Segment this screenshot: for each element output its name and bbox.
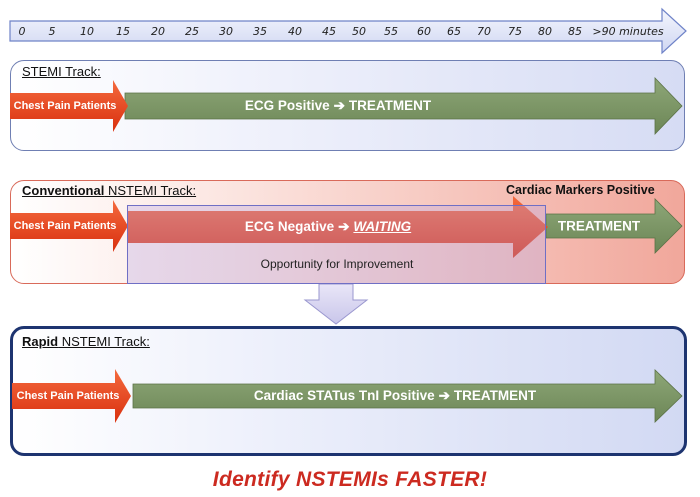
axis-tick-label: 70 — [477, 25, 491, 38]
caption: Identify NSTEMIs FASTER! — [212, 468, 488, 491]
axis-tick-label: 35 — [253, 25, 267, 38]
conventional-main-label: ECG Negative➔WAITING — [245, 219, 411, 235]
stemi-main-label: ECG Positive➔TREATMENT — [245, 98, 431, 114]
axis-tick-label: 40 — [288, 25, 302, 38]
stemi-track-title: STEMI Track: — [22, 64, 101, 79]
axis-tick-label: 20 — [151, 25, 165, 38]
waiting-text: WAITING — [353, 219, 412, 234]
down-arrow — [303, 283, 369, 325]
conventional-treatment-label: TREATMENT — [557, 218, 641, 234]
axis-tick-label: 5 — [48, 25, 56, 38]
axis-tick-label: >90 minutes — [592, 25, 664, 38]
conventional-treatment-arrow — [545, 198, 683, 254]
axis-tick-label: 85 — [568, 25, 582, 38]
right-arrow-icon: ➔ — [338, 219, 350, 234]
axis-tick-label: 45 — [322, 25, 336, 38]
stemi-treatment-arrow — [124, 77, 683, 135]
time-axis-arrow — [9, 7, 687, 55]
conventional-ecg-text: ECG Negative — [244, 219, 335, 234]
conventional-start-arrow — [10, 200, 128, 252]
conventional-track-title: Conventional NSTEMI Track: — [22, 183, 197, 198]
rapid-track-title: Rapid NSTEMI Track: — [22, 334, 150, 349]
cardiac-markers-label: Cardiac Markers Positive — [506, 183, 655, 197]
axis-tick-label: 75 — [508, 25, 522, 38]
right-arrow-icon: ➔ — [333, 98, 345, 113]
stemi-start-label: Chest Pain Patients — [13, 100, 117, 112]
axis-tick-label: 65 — [447, 25, 461, 38]
opportunity-box — [127, 205, 546, 284]
rapid-treatment-arrow — [132, 369, 683, 423]
opportunity-label: Opportunity for Improvement — [260, 257, 414, 271]
stemi-ecg-text: ECG Positive — [244, 98, 330, 113]
rapid-status-text: Cardiac STATus TnI Positive — [253, 388, 435, 403]
axis-tick-label: 15 — [116, 25, 130, 38]
axis-tick-label: 60 — [417, 25, 431, 38]
rapid-main-label: Cardiac STATus TnI Positive➔TREATMENT — [254, 388, 536, 404]
conventional-start-label: Chest Pain Patients — [13, 220, 117, 232]
rapid-start-label: Chest Pain Patients — [16, 390, 120, 402]
axis-tick-label: 10 — [80, 25, 94, 38]
axis-tick-label: 25 — [185, 25, 199, 38]
rapid-treatment-text: TREATMENT — [453, 388, 537, 403]
axis-tick-label: 80 — [538, 25, 552, 38]
conventional-waiting-arrow — [128, 196, 548, 258]
axis-tick-label: 30 — [219, 25, 233, 38]
stemi-treatment-text: TREATMENT — [348, 98, 432, 113]
stemi-start-arrow — [10, 80, 128, 132]
right-arrow-icon: ➔ — [438, 388, 450, 403]
axis-tick-label: 0 — [18, 25, 26, 38]
axis-tick-label: 55 — [384, 25, 398, 38]
time-axis — [9, 7, 687, 55]
axis-tick-label: 50 — [352, 25, 366, 38]
rapid-start-arrow — [12, 369, 131, 423]
